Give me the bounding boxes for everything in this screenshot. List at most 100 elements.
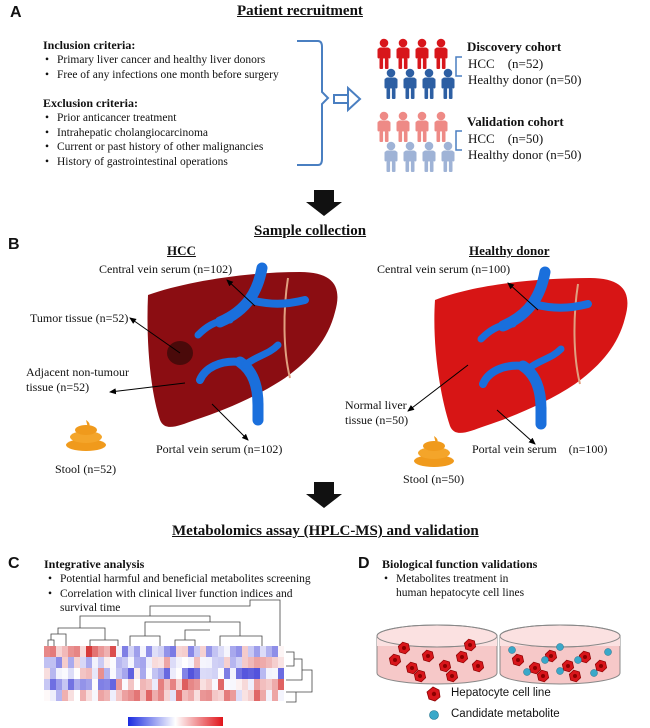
- heatmap-cell: [146, 646, 152, 657]
- cell-nucleus: [402, 646, 406, 650]
- discovery-hcc-people: [377, 38, 448, 69]
- heatmap-cell: [122, 657, 128, 668]
- cell-nucleus: [418, 674, 422, 678]
- heatmap-cell: [80, 646, 86, 657]
- heatmap-cell: [230, 657, 236, 668]
- exclusion-item: Current or past history of other maligna…: [45, 140, 263, 155]
- heatmap-cell: [74, 690, 80, 701]
- cell-nucleus: [583, 655, 587, 659]
- heatmap-cell: [68, 668, 74, 679]
- heatmap-cell: [200, 668, 206, 679]
- heatmap-cell: [104, 657, 110, 668]
- panel-a-letter: A: [10, 4, 22, 21]
- heatmap-cell: [134, 679, 140, 690]
- healthy-normal-tissue-label-line2: tissue (n=50): [345, 413, 409, 427]
- validation-cohort-title: Validation cohort: [467, 114, 564, 129]
- heatmap-cell: [56, 690, 62, 701]
- heatmap-cell: [122, 690, 128, 701]
- heatmap-cell: [116, 679, 122, 690]
- heatmap-cell: [218, 668, 224, 679]
- heatmap-cell: [74, 657, 80, 668]
- heatmap-cell: [194, 668, 200, 679]
- heatmap-cell: [248, 646, 254, 657]
- heatmap-cell: [260, 690, 266, 701]
- heatmap-cell: [80, 679, 86, 690]
- heatmap-cell: [158, 690, 164, 701]
- heatmap-cell: [248, 657, 254, 668]
- metabolite-dot: [574, 656, 582, 664]
- heatmap-cell: [68, 690, 74, 701]
- heatmap-cell: [98, 690, 104, 701]
- heatmap-cell: [218, 690, 224, 701]
- hcc-liver: [147, 262, 338, 427]
- heatmap-cell: [248, 690, 254, 701]
- heatmap-cell: [266, 668, 272, 679]
- heatmap-cell: [110, 646, 116, 657]
- heatmap-cell: [134, 668, 140, 679]
- heatmap-cell: [50, 679, 56, 690]
- heatmap-cell: [146, 690, 152, 701]
- heatmap-cell: [62, 679, 68, 690]
- heatmap-cell: [50, 646, 56, 657]
- hcc-central-vein-label: Central vein serum (n=102): [99, 262, 233, 276]
- heatmap-cell: [56, 679, 62, 690]
- heatmap-cell: [158, 668, 164, 679]
- heatmap-cell: [110, 679, 116, 690]
- heatmap-cell: [158, 657, 164, 668]
- heatmap-cell: [254, 679, 260, 690]
- heatmap-cell: [278, 690, 284, 701]
- heatmap-cell: [254, 657, 260, 668]
- heatmap-cell: [122, 679, 128, 690]
- exclusion-item: Prior anticancer treatment: [45, 111, 263, 126]
- metabolite-legend-symbol: [429, 710, 439, 720]
- cell-nucleus: [516, 658, 520, 662]
- heatmap-cell: [50, 690, 56, 701]
- heatmap-cell: [212, 646, 218, 657]
- inclusion-item: Primary liver cancer and healthy liver d…: [45, 53, 279, 68]
- heatmap-cell: [122, 646, 128, 657]
- healthy-normal-tissue-label-line1: Normal liver: [345, 398, 407, 412]
- down-arrow-1: [306, 190, 342, 216]
- heatmap-cell: [86, 690, 92, 701]
- heatmap-cell: [170, 668, 176, 679]
- exclusion-title: Exclusion criteria:: [43, 96, 138, 110]
- heatmap-cell: [146, 679, 152, 690]
- heatmap-cell: [140, 690, 146, 701]
- heatmap-cell: [176, 690, 182, 701]
- heatmap-cell: [92, 679, 98, 690]
- heatmap-cell: [92, 657, 98, 668]
- panel-d-item: Metabolites treatment in: [384, 572, 508, 587]
- healthy-heading: Healthy donor: [469, 243, 550, 258]
- heatmap-cell: [164, 657, 170, 668]
- inclusion-title: Inclusion criteria:: [43, 38, 136, 52]
- heatmap-cell: [98, 679, 104, 690]
- heatmap-cell: [254, 646, 260, 657]
- inclusion-list: Primary liver cancer and healthy liver d…: [45, 53, 279, 82]
- heatmap-cell: [194, 690, 200, 701]
- heatmap-cell: [86, 646, 92, 657]
- healthy-stool-label: Stool (n=50): [403, 472, 465, 486]
- heatmap-cell: [182, 657, 188, 668]
- heatmap-cell: [200, 690, 206, 701]
- heatmap-cell: [56, 646, 62, 657]
- metabolite-dot: [523, 668, 531, 676]
- cell-nucleus: [573, 674, 577, 678]
- heatmap-cell: [116, 668, 122, 679]
- cell-nucleus: [393, 658, 397, 662]
- panel-c-item: Potential harmful and beneficial metabol…: [48, 572, 311, 587]
- heatmap-cell: [206, 690, 212, 701]
- culture-dish-left: [376, 624, 498, 685]
- heatmap-cell: [236, 646, 242, 657]
- cell-nucleus: [468, 643, 472, 647]
- heatmap-cell: [176, 657, 182, 668]
- hcc-adjacent-label-line2: tissue (n=52): [26, 380, 90, 394]
- validation-hcc-count: HCC (n=50): [468, 131, 544, 146]
- heatmap-cell: [248, 668, 254, 679]
- heatmap-cell: [212, 690, 218, 701]
- heatmap-cell: [218, 679, 224, 690]
- legend-hepatocyte-label: Hepatocyte cell line: [451, 687, 551, 699]
- exclusion-item: History of gastrointestinal operations: [45, 155, 263, 170]
- heatmap-cell: [56, 668, 62, 679]
- heatmap-cell: [152, 690, 158, 701]
- heatmap-cell: [260, 679, 266, 690]
